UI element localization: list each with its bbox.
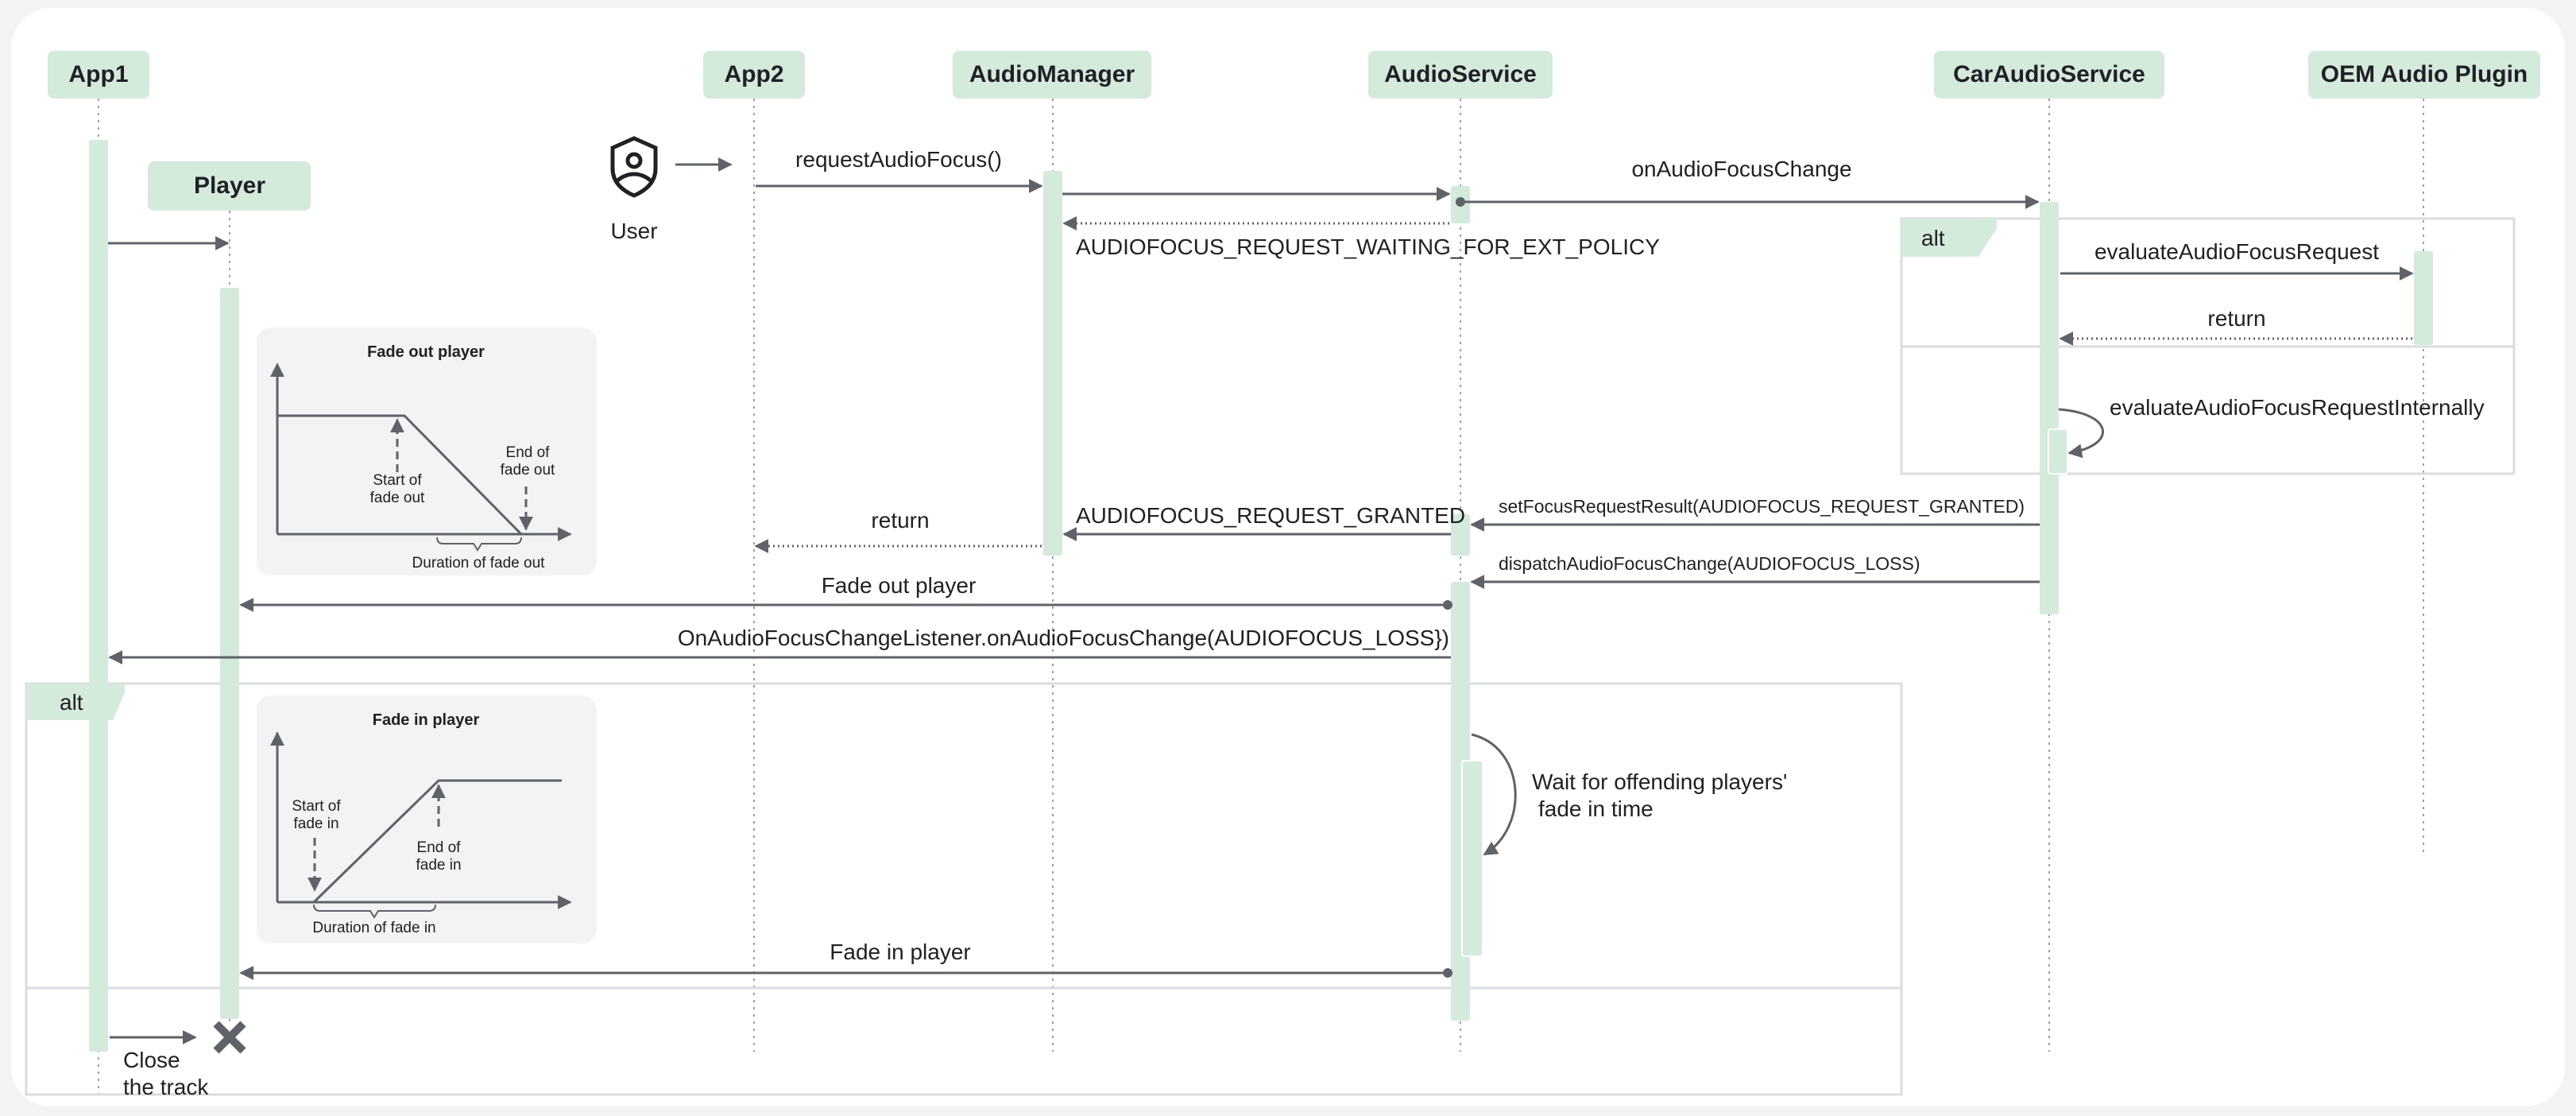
svg-text:CarAudioService: CarAudioService bbox=[1953, 61, 2145, 87]
svg-text:AudioManager: AudioManager bbox=[969, 61, 1135, 87]
participant-oem-plugin: OEM Audio Plugin bbox=[2308, 51, 2540, 99]
inset-title: Fade out player bbox=[367, 343, 485, 361]
participant-player: Player bbox=[148, 161, 311, 211]
msg-label: onAudioFocusChange bbox=[1631, 157, 1851, 181]
activation-carauidoservice-nested bbox=[2048, 428, 2068, 475]
svg-text:Start of: Start of bbox=[373, 472, 422, 489]
msg-label: setFocusRequestResult(AUDIOFOCUS_REQUEST… bbox=[1499, 496, 2025, 517]
inset-title: Fade in player bbox=[373, 711, 480, 729]
participant-carauidoservice: CarAudioService bbox=[1934, 51, 2164, 99]
svg-text:fade in: fade in bbox=[293, 816, 338, 832]
activation-app1 bbox=[89, 140, 108, 1052]
svg-text:fade out: fade out bbox=[370, 490, 425, 506]
msg-label: fade in time bbox=[1538, 796, 1654, 821]
svg-text:OEM Audio Plugin: OEM Audio Plugin bbox=[2321, 61, 2528, 87]
msg-label: evaluateAudioFocusRequest bbox=[2094, 239, 2379, 264]
svg-text:fade in: fade in bbox=[416, 857, 461, 874]
svg-text:Player: Player bbox=[194, 172, 265, 199]
svg-text:App2: App2 bbox=[725, 61, 784, 87]
svg-text:fade out: fade out bbox=[501, 462, 555, 479]
svg-text:Duration of fade out: Duration of fade out bbox=[412, 555, 546, 572]
svg-text:Start of: Start of bbox=[292, 798, 341, 815]
msg-label: AUDIOFOCUS_REQUEST_WAITING_FOR_EXT_POLIC… bbox=[1076, 234, 1660, 259]
diagram-card bbox=[11, 8, 2565, 1106]
msg-label: Fade in player bbox=[830, 940, 970, 964]
alt-label: alt bbox=[1921, 226, 1945, 250]
user-shield-icon bbox=[610, 136, 658, 198]
msg-label: return bbox=[2207, 306, 2265, 331]
destroy-x-icon bbox=[213, 1021, 246, 1054]
svg-text:End of: End of bbox=[417, 839, 462, 856]
fade-in-inset: Fade in player Start of fade in End of f… bbox=[257, 696, 597, 944]
msg-label: evaluateAudioFocusRequestInternally bbox=[2110, 395, 2485, 420]
self-call-wait-fade-in bbox=[1471, 733, 1517, 856]
svg-text:Duration of fade in: Duration of fade in bbox=[312, 920, 435, 936]
fade-out-inset: Fade out player Start of fade out End of… bbox=[257, 327, 597, 575]
msg-label: Wait for offending players' bbox=[1532, 769, 1787, 794]
activation-audioservice bbox=[1451, 514, 1470, 556]
participant-app2: App2 bbox=[703, 51, 805, 99]
alt-label: alt bbox=[60, 690, 83, 715]
svg-text:End of: End of bbox=[506, 444, 551, 461]
activation-audiomanager bbox=[1043, 171, 1062, 556]
alt-frame-car: alt bbox=[1900, 217, 2516, 475]
user-label: User bbox=[610, 219, 657, 243]
activation-audioservice-nested bbox=[1461, 760, 1483, 957]
participant-app1: App1 bbox=[48, 51, 149, 99]
msg-label: Close bbox=[123, 1048, 180, 1072]
msg-label: AUDIOFOCUS_REQUEST_GRANTED bbox=[1076, 503, 1465, 528]
svg-text:App1: App1 bbox=[69, 61, 129, 87]
msg-label: requestAudioFocus() bbox=[795, 147, 1002, 172]
activation-carauidoservice bbox=[2040, 202, 2059, 614]
self-call-evaluate-internally bbox=[2058, 408, 2104, 459]
msg-label: return bbox=[871, 508, 929, 533]
participant-audiomanager: AudioManager bbox=[953, 51, 1151, 99]
activation-player bbox=[220, 288, 239, 1019]
msg-label: Fade out player bbox=[822, 573, 977, 598]
msg-label: the track bbox=[123, 1075, 209, 1099]
msg-label: OnAudioFocusChangeListener.onAudioFocusC… bbox=[678, 626, 1449, 650]
participant-audioservice: AudioService bbox=[1368, 51, 1553, 99]
msg-label: dispatchAudioFocusChange(AUDIOFOCUS_LOSS… bbox=[1499, 553, 1920, 574]
svg-text:AudioService: AudioService bbox=[1384, 61, 1537, 87]
activation-oem-plugin bbox=[2414, 251, 2433, 345]
